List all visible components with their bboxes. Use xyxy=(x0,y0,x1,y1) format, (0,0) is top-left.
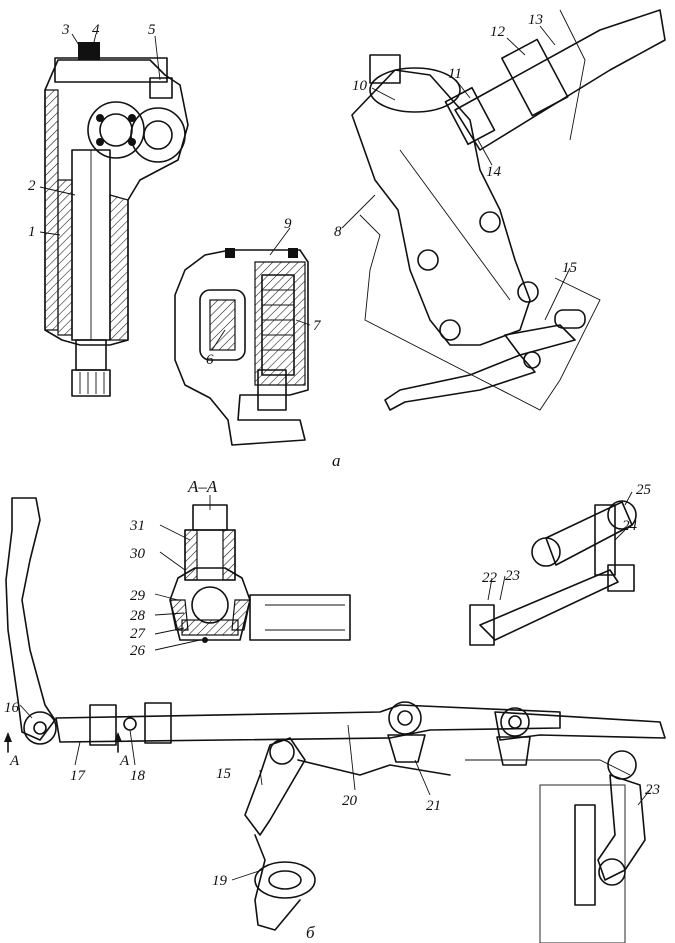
right-linkage xyxy=(465,707,666,943)
label-27: 27 xyxy=(130,626,147,642)
label-23-lower: 23 xyxy=(645,782,660,798)
label-28: 28 xyxy=(130,608,146,624)
label-13: 13 xyxy=(528,12,543,28)
label-20: 20 xyxy=(342,793,358,809)
label-6: 6 xyxy=(206,352,214,368)
label-19: 19 xyxy=(212,873,228,889)
label-1: 1 xyxy=(28,224,36,240)
label-7: 7 xyxy=(313,318,322,334)
label-25: 25 xyxy=(636,482,652,498)
drag-link xyxy=(55,701,561,763)
steering-gear-section xyxy=(44,42,189,397)
label-9: 9 xyxy=(284,216,292,232)
label-2: 2 xyxy=(28,178,36,194)
ball-joint-section xyxy=(169,495,351,643)
label-16: 16 xyxy=(4,700,20,716)
label-14: 14 xyxy=(486,164,502,180)
pitman-arm xyxy=(5,497,57,745)
label-17: 17 xyxy=(70,768,87,784)
label-23-upper: 23 xyxy=(505,568,520,584)
label-3: 3 xyxy=(61,22,70,38)
section-arrow-a-left: А xyxy=(9,753,20,769)
label-26: 26 xyxy=(130,643,146,659)
idler-lever xyxy=(244,737,451,931)
label-5: 5 xyxy=(148,22,156,38)
steering-gear-assembly xyxy=(351,9,666,411)
figure-caption-b: б xyxy=(306,923,315,942)
label-31: 31 xyxy=(129,518,145,534)
label-15-lower: 15 xyxy=(216,766,232,782)
label-29: 29 xyxy=(130,588,146,604)
part-labels: 1 2 3 4 5 6 7 8 9 10 11 12 13 14 15 16 1… xyxy=(4,12,660,889)
label-10: 10 xyxy=(352,78,368,94)
section-arrow-a-right: А xyxy=(119,753,130,769)
leader-lines xyxy=(4,25,651,881)
sector-shaft-section xyxy=(174,248,309,446)
label-22: 22 xyxy=(482,570,498,586)
label-11: 11 xyxy=(448,66,462,82)
label-18: 18 xyxy=(130,768,146,784)
label-8: 8 xyxy=(334,224,342,240)
label-24: 24 xyxy=(622,518,638,534)
label-21: 21 xyxy=(426,798,441,814)
figure-caption-a: а xyxy=(332,451,341,470)
section-caption-a-a: А–А xyxy=(187,477,218,496)
label-4: 4 xyxy=(92,22,100,38)
label-15-upper: 15 xyxy=(562,260,578,276)
label-30: 30 xyxy=(129,546,146,562)
tie-rod-detail xyxy=(469,500,637,646)
label-12: 12 xyxy=(490,24,506,40)
